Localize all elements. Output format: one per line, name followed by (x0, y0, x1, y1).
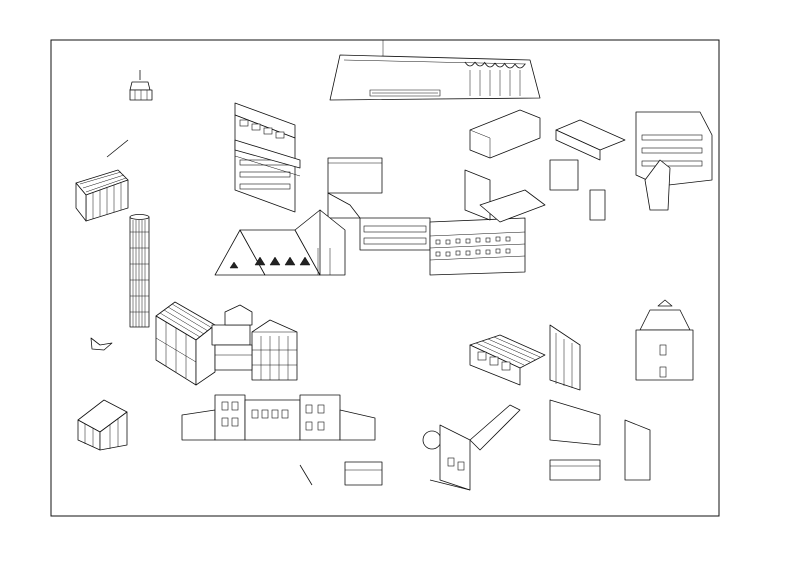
left-shed (75, 169, 129, 222)
long-flat-roof-building (329, 54, 541, 101)
row-townhouses (181, 394, 383, 486)
sheet-frame (50, 39, 720, 517)
office-block (234, 102, 301, 213)
bottom-right-fragments (549, 399, 651, 481)
tower-house-fragment (422, 404, 521, 491)
diagonal-stroke (106, 139, 129, 158)
glazed-box (77, 399, 128, 451)
ground-fragment (90, 337, 113, 351)
tall-chimney (129, 214, 150, 328)
corner-building (555, 111, 713, 211)
center-block (327, 157, 383, 219)
greenhouse-hall (155, 301, 298, 386)
water-tower (129, 70, 153, 101)
right-upper-buildings (464, 109, 606, 223)
sawtooth-shed (469, 324, 581, 391)
courtyard-block (359, 217, 526, 276)
small-tower-house (635, 299, 694, 381)
gabled-church-roofs (214, 209, 346, 276)
